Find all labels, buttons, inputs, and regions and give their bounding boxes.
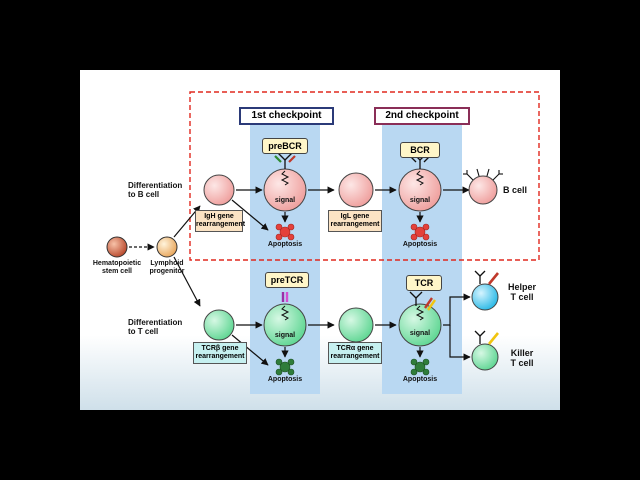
tcra-rearrangement-box: TCRα gene rearrangement bbox=[328, 342, 382, 364]
igl-rearrangement-box: IgL gene rearrangement bbox=[328, 210, 382, 232]
hematopoietic-stem-cell bbox=[106, 236, 128, 258]
pretcr-receptor-icon bbox=[281, 292, 289, 302]
checkpoint-2-label: 2nd checkpoint bbox=[374, 107, 470, 125]
apoptosis-label-b2: Apoptosis bbox=[402, 241, 438, 248]
apoptosis-label-b1: Apoptosis bbox=[267, 241, 303, 248]
tcr-signal-label: signal bbox=[409, 330, 431, 337]
killer-t-cell-label: Killer T cell bbox=[510, 348, 534, 369]
diagram-canvas bbox=[80, 70, 560, 410]
helper-t-cell-label: Helper T cell bbox=[507, 282, 536, 303]
apoptosis-label-t2: Apoptosis bbox=[402, 376, 438, 383]
lymphoid-progenitor bbox=[156, 236, 178, 258]
pretcr-label: preTCR bbox=[265, 272, 309, 288]
prebcr-label: preBCR bbox=[262, 138, 308, 154]
t-pro-cell bbox=[203, 309, 235, 341]
pretcr-signal-squiggle bbox=[280, 305, 290, 321]
tcrb-rearrangement-box: TCRβ gene rearrangement bbox=[193, 342, 247, 364]
arrow-tcr-to-killer bbox=[449, 325, 471, 361]
killer-receptor-icon bbox=[474, 330, 500, 345]
lymphoid-progenitor-label: Lymphoid progenitor bbox=[149, 260, 185, 276]
apoptosis-icon-b1 bbox=[275, 223, 295, 241]
apoptosis-icon-t2 bbox=[410, 358, 430, 376]
prebcr-signal-label: signal bbox=[274, 197, 296, 204]
lymphoid-to-t-arrow bbox=[173, 256, 201, 307]
igh-rearrangement-box: IgH gene rearrangement bbox=[195, 210, 245, 232]
apoptosis-label-t1: Apoptosis bbox=[267, 376, 303, 383]
arrow-t-pro-to-apoptosis bbox=[231, 334, 269, 366]
arrow-b-pro-to-apoptosis bbox=[231, 199, 269, 231]
tcr-label: TCR bbox=[406, 275, 442, 291]
bcr-signal-label: signal bbox=[409, 197, 431, 204]
killer-t-cell bbox=[471, 343, 499, 371]
b-lineage-dashed-box bbox=[189, 91, 540, 261]
stem-cell-label: Hematopoietic stem cell bbox=[92, 260, 142, 276]
b-cell-receptors-icon bbox=[463, 168, 503, 181]
b-cell-label: B cell bbox=[503, 185, 528, 195]
checkpoint-1-label: 1st checkpoint bbox=[239, 107, 334, 125]
prebcr-signal-squiggle bbox=[280, 170, 290, 186]
pretcr-signal-label: signal bbox=[274, 332, 296, 339]
b-pro-cell bbox=[203, 174, 235, 206]
bcr-signal-squiggle bbox=[415, 170, 425, 186]
t-dp-cell bbox=[338, 307, 374, 343]
arrow-tcr-to-helper bbox=[443, 293, 471, 326]
apoptosis-icon-b2 bbox=[410, 223, 430, 241]
slide: 1st checkpoint 2nd checkpoint preBCR BCR… bbox=[80, 70, 560, 410]
b-immature-cell bbox=[338, 172, 374, 208]
mature-b-cell bbox=[468, 175, 498, 205]
apoptosis-icon-t1 bbox=[275, 358, 295, 376]
differentiation-t-label: Differentiation to T cell bbox=[128, 318, 183, 337]
bcr-label: BCR bbox=[400, 142, 440, 158]
tcr-cell bbox=[398, 303, 442, 347]
helper-receptor-icon bbox=[474, 270, 500, 285]
tcr-receptor-icon bbox=[409, 291, 436, 311]
helper-t-cell bbox=[471, 283, 499, 311]
differentiation-b-label: Differentiation to B cell bbox=[128, 181, 183, 200]
pretcr-cell bbox=[263, 303, 307, 347]
tcr-signal-squiggle bbox=[415, 305, 425, 321]
prebcr-receptor-icon bbox=[274, 151, 296, 169]
